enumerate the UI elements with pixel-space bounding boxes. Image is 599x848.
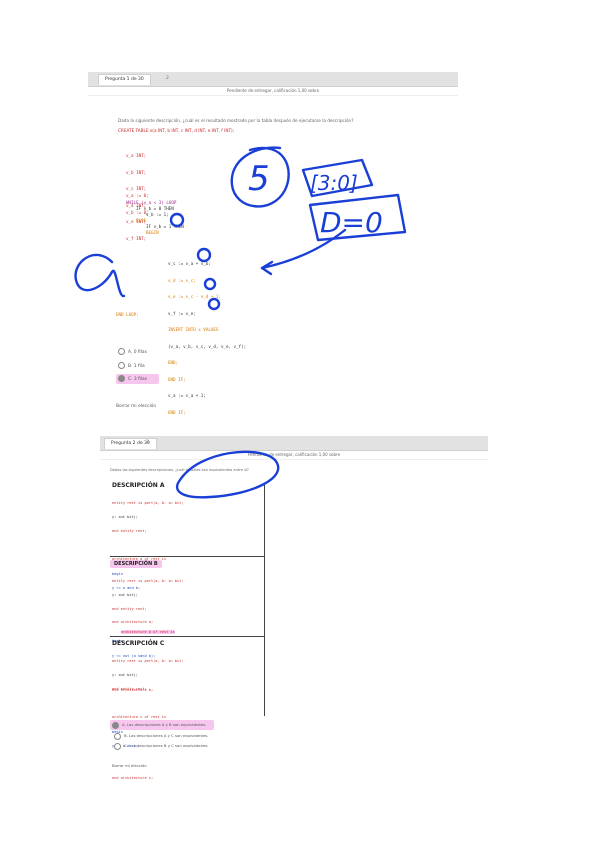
code-line: v_b INT; (126, 169, 147, 175)
radio-icon[interactable] (118, 348, 125, 355)
code-line: end architecture c; (112, 776, 154, 781)
code-line: v_e INT; (126, 219, 147, 224)
code-line: y: out bit); (112, 672, 138, 677)
panel2-box-divider-2 (110, 636, 265, 637)
panel1-then-line: v_b := 1; (146, 212, 169, 217)
code-line: begin (112, 571, 123, 576)
panel1-if-line: IF v_b = 0 THEN (136, 206, 174, 211)
code-line: entity rest is port(a, b: in bit; (112, 658, 184, 663)
code-line: v_a := v_a + 1; (168, 393, 206, 398)
panel2-box-divider-1 (110, 556, 265, 557)
code-line: architecture a of rest is (112, 557, 167, 562)
code-line: begin (112, 729, 123, 734)
panel1-end-loop: END LOOP; (116, 312, 139, 317)
panel1-tab-active[interactable]: Pregunta 1 de 30 (98, 74, 151, 85)
panel2-tab-bar: Pregunta 2 de 30 3 (100, 436, 488, 451)
code-line: END IF; (168, 376, 186, 382)
code-line: y: out bit); (112, 514, 138, 519)
panel1-declare-block: v_a INT; v_b INT; v_c INT; v_d INT; v_e … (126, 142, 146, 252)
desc-b-title: DESCRIPCIÓN B (110, 560, 162, 568)
panel1-else-line: ELSE (136, 218, 147, 223)
panel1-inner-if: IF v_b = 1 THEN (146, 224, 184, 229)
question-panel-2: Pregunta 2 de 30 3 Pendiente de entregar… (100, 436, 488, 780)
code-line: begin (112, 639, 123, 644)
radio-icon[interactable] (118, 362, 125, 369)
code-line: v_f INT; (126, 235, 147, 241)
code-line: v_d INT; (126, 202, 147, 208)
panel1-option-c[interactable]: C. 3 filas (116, 374, 160, 384)
code-line: end entity rest; (112, 529, 147, 534)
panel2-status-bar: Pendiente de entregar, calificación 1,00… (100, 451, 488, 460)
panel1-init-block: v_a := 0; v_b := 0; (126, 182, 149, 226)
panel1-question-text: Dada la siguiente descripción, ¿cuál es … (118, 118, 354, 123)
code-line: v_a := 0; (126, 193, 149, 198)
code-line: (v_a, v_b, v_c, v_d, v_e, v_f); (168, 343, 247, 349)
code-line: v_b := 0; (126, 209, 149, 215)
panel2-tab-next[interactable]: 3 (146, 440, 149, 445)
code-line: END; (168, 360, 179, 365)
code-line: end entity rest; (112, 607, 147, 612)
option-label: A. 0 filas (128, 350, 147, 355)
code-line: v_e := v_c - v_d + 1; (168, 294, 221, 299)
panel1-clear-choice-link[interactable]: Borrar mi elección (116, 404, 157, 409)
radio-selected-icon[interactable] (112, 721, 119, 729)
option-label: B. Las descripciones A y C son equivalen… (124, 733, 209, 738)
option-label: C. Las descripciones B y C son equivalen… (124, 743, 209, 748)
code-line: architecture c of rest is (112, 715, 167, 720)
question-panel-1: Pregunta 1 de 30 2 Pendiente de entregar… (88, 72, 458, 415)
desc-c-title: DESCRIPCIÓN C (112, 640, 165, 647)
code-line: END IF; (168, 409, 186, 415)
radio-icon[interactable] (114, 732, 121, 740)
code-line: y <= a and b; (112, 586, 141, 591)
panel2-box-right-border (264, 484, 265, 716)
panel1-option-b[interactable]: B. 1 fila (118, 362, 145, 370)
code-line: y <= not (a nand b); (112, 653, 156, 658)
radio-selected-icon[interactable] (118, 375, 125, 382)
code-line: INSERT INTO x VALUES (168, 327, 219, 332)
code-line: v_c := v_a + v_b; (168, 261, 211, 266)
option-label: C. 3 filas (128, 377, 148, 382)
desc-a-title: DESCRIPCIÓN A (112, 482, 165, 489)
code-line: v_a INT; (126, 153, 147, 158)
panel1-tab-bar: Pregunta 1 de 30 2 (88, 72, 458, 87)
panel1-loop-head: WHILE (v_a < 3) LOOP (126, 200, 177, 205)
desc-a-code: entity rest is port(a, b: in bit; y: out… (112, 491, 183, 635)
option-label: A. Las descripciones A y B son equivalen… (122, 722, 207, 727)
code-line: v_d := v_c; (168, 277, 196, 283)
panel2-option-c[interactable]: C. Las descripciones B y C son equivalen… (114, 742, 209, 750)
code-line: y: out bit); (112, 592, 138, 597)
panel1-tab-next[interactable]: 2 (166, 76, 169, 81)
code-line: entity rest is port(a, b: in bit; (112, 500, 184, 505)
panel2-option-b[interactable]: B. Las descripciones A y C son equivalen… (114, 732, 209, 740)
panel1-question-sql: CREATE TABLE x(a INT, b INT, c INT, d IN… (118, 128, 235, 133)
code-line: architecture b of rest is (120, 629, 175, 635)
code-line: end architecture b; (112, 687, 154, 692)
option-label: B. 1 fila (128, 364, 145, 369)
code-line: end architecture a; (112, 620, 154, 625)
desc-b-code: entity rest is port(a, b: in bit; y: out… (112, 569, 183, 702)
panel1-inner-begin: BEGIN (146, 230, 159, 235)
panel2-option-a[interactable]: A. Las descripciones A y B son equivalen… (110, 720, 215, 730)
desc-c-code: entity rest is port(a, b: in bit; y: out… (112, 649, 183, 791)
panel2-clear-choice-link[interactable]: Borrar mi elección (112, 763, 147, 768)
radio-icon[interactable] (114, 742, 121, 750)
panel1-body-block: v_c := v_a + v_b; v_d := v_c; v_e := v_c… (168, 250, 246, 426)
code-line: v_c INT; (126, 186, 147, 191)
code-line: entity rest is port(a, b: in bit; (112, 578, 184, 583)
code-line: v_f := v_e; (168, 310, 196, 316)
code-line: end entity rest; (112, 687, 147, 692)
panel1-status-bar: Pendiente de entregar, calificación 1,00… (88, 87, 458, 96)
panel2-question-text: Dadas las siguientes descripciones, ¿cuá… (110, 468, 249, 472)
panel1-option-a[interactable]: A. 0 filas (118, 348, 147, 356)
panel2-tab-active[interactable]: Pregunta 2 de 30 (104, 438, 157, 449)
